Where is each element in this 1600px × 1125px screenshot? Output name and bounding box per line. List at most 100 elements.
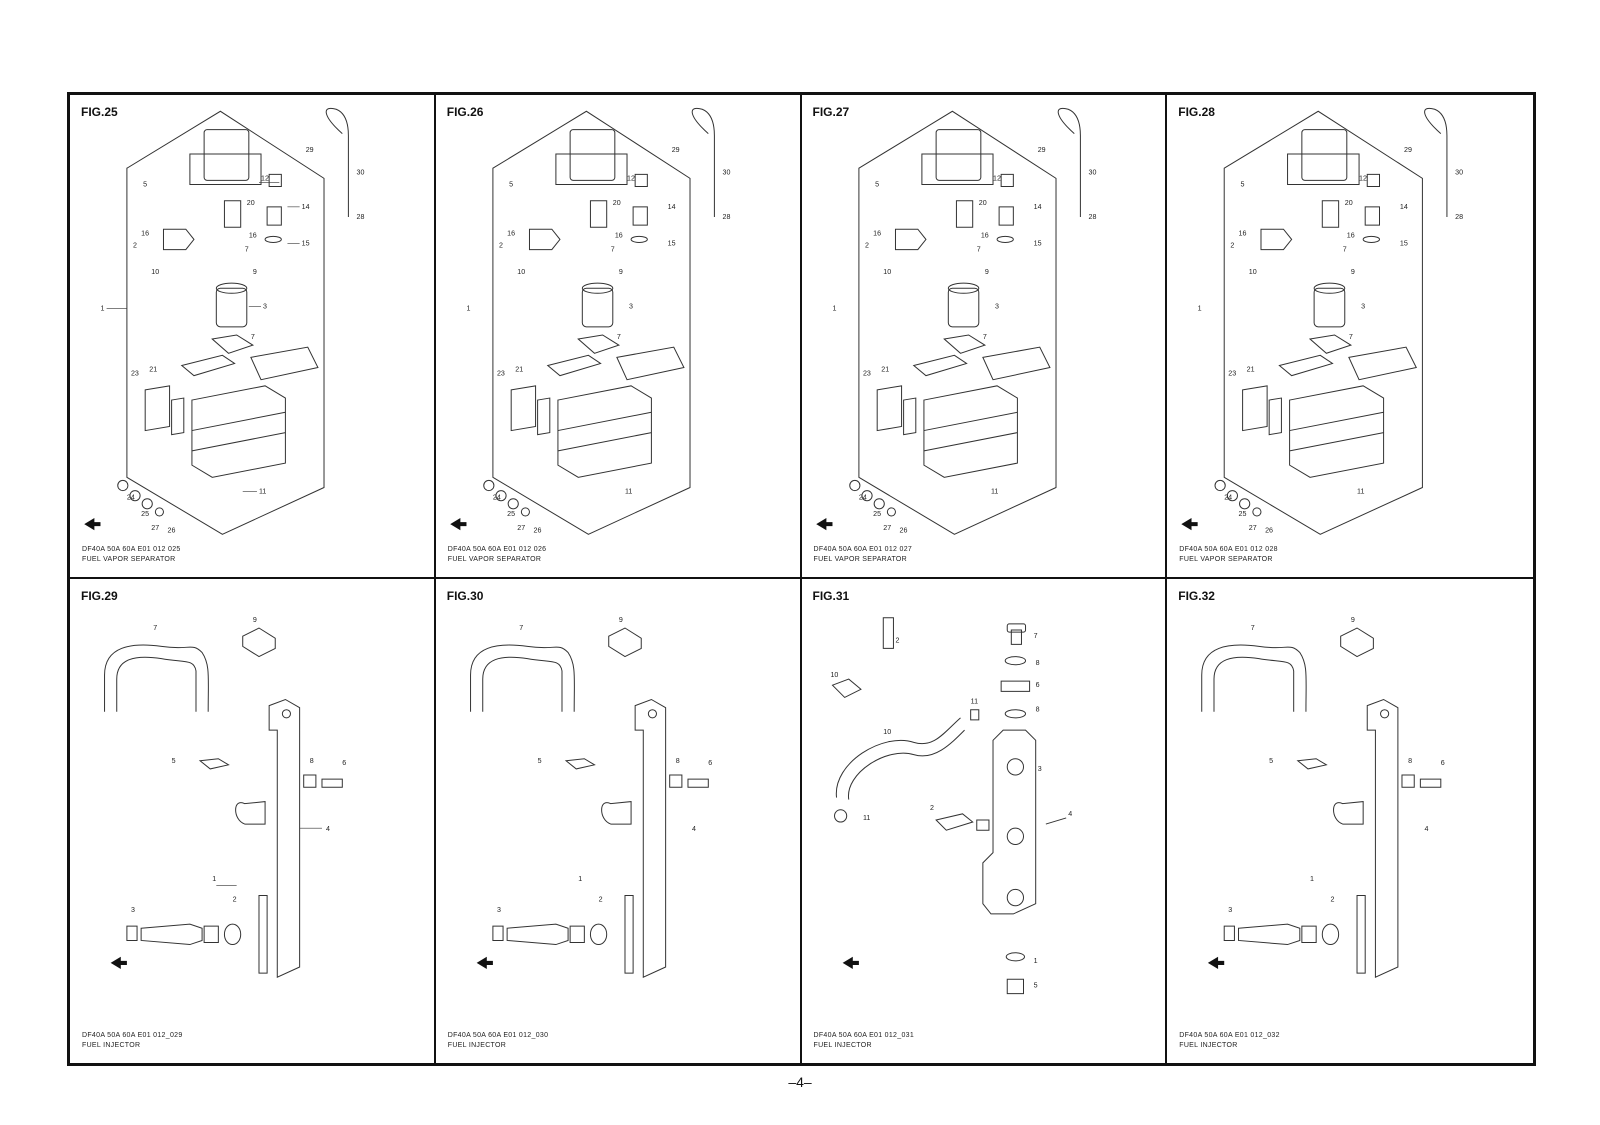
- svg-text:16: 16: [980, 231, 988, 239]
- svg-text:30: 30: [722, 168, 730, 176]
- front-direction-arrow-icon: [84, 518, 101, 531]
- svg-text:12: 12: [261, 174, 269, 182]
- svg-text:2: 2: [895, 636, 899, 644]
- svg-text:16: 16: [249, 231, 257, 239]
- svg-text:14: 14: [302, 203, 310, 211]
- svg-text:29: 29: [671, 146, 679, 154]
- svg-text:23: 23: [131, 370, 139, 378]
- svg-text:7: 7: [617, 333, 621, 341]
- svg-text:5: 5: [1269, 757, 1273, 765]
- svg-text:21: 21: [881, 366, 889, 374]
- figure-title: FIG.32: [1178, 589, 1215, 603]
- svg-text:3: 3: [131, 906, 135, 914]
- svg-text:29: 29: [1404, 146, 1412, 154]
- front-direction-arrow-icon: [449, 518, 467, 531]
- svg-text:9: 9: [253, 616, 257, 624]
- svg-text:23: 23: [1229, 370, 1237, 378]
- figure-title: FIG.28: [1178, 105, 1215, 119]
- svg-text:7: 7: [1251, 624, 1255, 632]
- figure-caption: FUEL VAPOR SEPARATOR: [1179, 556, 1273, 563]
- svg-text:5: 5: [143, 181, 147, 189]
- svg-text:12: 12: [1359, 174, 1367, 182]
- figure-title: FIG.29: [81, 589, 118, 603]
- svg-text:1: 1: [1198, 305, 1202, 313]
- svg-text:11: 11: [990, 488, 997, 496]
- svg-text:25: 25: [507, 510, 515, 518]
- svg-text:28: 28: [722, 213, 730, 221]
- svg-text:1: 1: [212, 875, 216, 883]
- svg-text:2: 2: [133, 242, 137, 250]
- svg-text:6: 6: [1035, 681, 1039, 689]
- svg-text:15: 15: [302, 239, 310, 247]
- svg-text:30: 30: [1088, 168, 1096, 176]
- svg-text:7: 7: [519, 624, 523, 632]
- svg-text:5: 5: [1033, 981, 1037, 989]
- svg-text:26: 26: [1265, 526, 1273, 534]
- svg-text:10: 10: [883, 728, 891, 736]
- svg-text:2: 2: [233, 896, 237, 904]
- svg-text:4: 4: [692, 825, 696, 833]
- svg-text:25: 25: [141, 510, 149, 518]
- svg-text:21: 21: [515, 366, 523, 374]
- svg-text:2: 2: [598, 896, 602, 904]
- figure-code: DF40A 50A 60A E01 012_030: [447, 1032, 549, 1039]
- svg-text:9: 9: [984, 268, 988, 276]
- figure-caption: FUEL INJECTOR: [447, 1042, 507, 1049]
- svg-text:15: 15: [1400, 240, 1408, 248]
- svg-text:12: 12: [993, 174, 1001, 182]
- svg-text:20: 20: [1345, 199, 1353, 207]
- figure-code: DF40A 50A 60A E01 012_029: [82, 1032, 183, 1039]
- figure-panel-25: FIG.25: [70, 95, 436, 579]
- figure-title: FIG.26: [446, 105, 484, 119]
- svg-text:3: 3: [995, 303, 999, 311]
- svg-text:26: 26: [899, 526, 907, 534]
- svg-text:3: 3: [497, 906, 501, 914]
- figure-code: DF40A 50A 60A E01 012 025: [82, 546, 181, 553]
- svg-text:23: 23: [497, 370, 505, 378]
- svg-text:29: 29: [306, 146, 314, 154]
- svg-text:1: 1: [1310, 875, 1314, 883]
- svg-text:4: 4: [326, 825, 330, 833]
- figure-panel-26: FIG.26: [435, 95, 802, 579]
- svg-text:6: 6: [342, 759, 346, 767]
- svg-text:5: 5: [1241, 181, 1245, 189]
- svg-text:16: 16: [615, 231, 623, 239]
- svg-text:4: 4: [1425, 825, 1429, 833]
- svg-text:24: 24: [127, 494, 135, 502]
- front-direction-arrow-icon: [110, 956, 127, 970]
- svg-text:29: 29: [1037, 146, 1045, 154]
- svg-text:5: 5: [875, 181, 879, 189]
- figure-code: DF40A 50A 60A E01 012_031: [813, 1032, 915, 1039]
- figure-panel-31: FIG.31: [802, 579, 1168, 1063]
- svg-text:26: 26: [533, 526, 541, 534]
- svg-text:3: 3: [1229, 906, 1233, 914]
- svg-text:16: 16: [1347, 231, 1355, 239]
- svg-text:23: 23: [862, 370, 870, 378]
- svg-text:25: 25: [1239, 510, 1247, 518]
- svg-text:8: 8: [676, 757, 680, 765]
- svg-text:16: 16: [507, 229, 515, 237]
- svg-text:6: 6: [1441, 759, 1445, 767]
- svg-text:9: 9: [1351, 616, 1355, 624]
- svg-text:9: 9: [619, 268, 623, 276]
- svg-text:16: 16: [1239, 229, 1247, 237]
- svg-text:28: 28: [1455, 213, 1463, 221]
- svg-text:21: 21: [1247, 366, 1255, 374]
- svg-text:20: 20: [613, 199, 621, 207]
- svg-text:1: 1: [100, 305, 104, 313]
- svg-text:10: 10: [1249, 268, 1257, 276]
- svg-text:20: 20: [247, 199, 255, 207]
- svg-text:15: 15: [667, 239, 675, 247]
- svg-text:20: 20: [978, 199, 986, 207]
- svg-text:2: 2: [1331, 896, 1335, 904]
- svg-text:8: 8: [1035, 659, 1039, 667]
- svg-text:16: 16: [873, 229, 881, 237]
- figure-code: DF40A 50A 60A E01 012 028: [1179, 546, 1278, 553]
- svg-text:24: 24: [858, 494, 866, 502]
